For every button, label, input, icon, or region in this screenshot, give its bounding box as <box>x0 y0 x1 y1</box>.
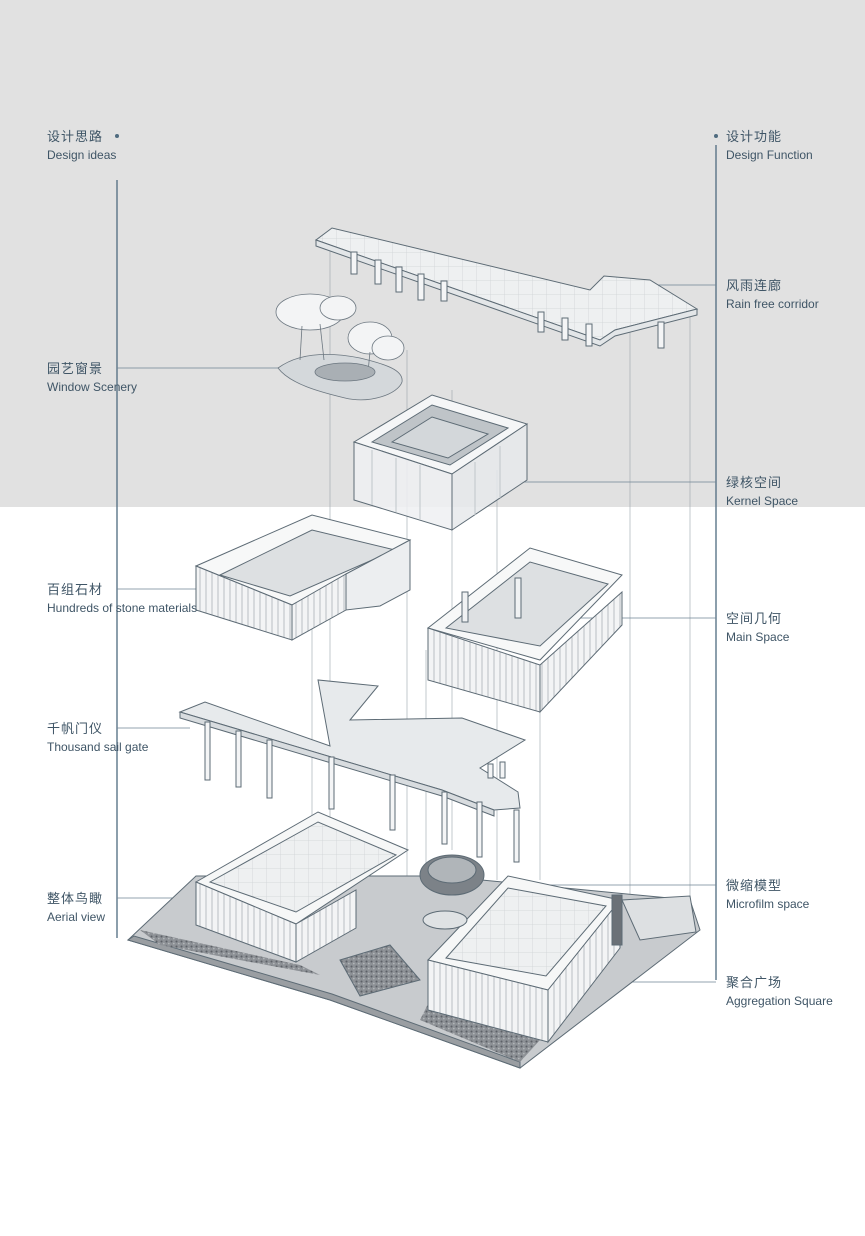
label-rain-corridor-zh: 风雨连廊 <box>726 278 783 293</box>
label-stone-materials-en: Hundreds of stone materials <box>47 601 198 615</box>
label-rain-corridor: 风雨连廊 Rain free corridor <box>726 279 819 310</box>
stone-materials-volume <box>194 514 412 641</box>
label-aerial-view-en: Aerial view <box>47 910 106 924</box>
label-stone-materials-zh: 百组石材 <box>47 582 104 597</box>
left-header-en: Design ideas <box>47 148 117 162</box>
label-aggregation-square-zh: 聚合广场 <box>726 975 783 990</box>
main-space-volume <box>426 547 623 714</box>
label-kernel-space: 绿核空间 Kernel Space <box>726 476 798 507</box>
thousand-sail-gate-canopy <box>178 679 527 863</box>
rain-free-corridor <box>314 227 699 349</box>
label-window-scenery-en: Window Scenery <box>47 380 138 394</box>
right-header-label: 设计功能 Design Function <box>726 130 813 161</box>
label-kernel-space-en: Kernel Space <box>726 494 799 508</box>
label-sail-gate-en: Thousand sail gate <box>47 740 149 754</box>
label-sail-gate-zh: 千帆门仪 <box>47 721 104 736</box>
window-scenery-trees <box>275 293 405 401</box>
label-aggregation-square: 聚合广场 Aggregation Square <box>726 976 833 1007</box>
label-microfilm-space-zh: 微缩模型 <box>726 878 783 893</box>
label-kernel-space-zh: 绿核空间 <box>726 475 783 490</box>
aerial-view-model <box>126 811 701 1069</box>
label-aerial-view-zh: 整体鸟瞰 <box>47 891 104 906</box>
left-header-zh: 设计思路 <box>47 129 104 144</box>
right-header-en: Design Function <box>726 148 813 162</box>
label-rain-corridor-en: Rain free corridor <box>726 297 819 311</box>
kernel-space-box <box>352 394 529 531</box>
label-microfilm-space: 微缩模型 Microfilm space <box>726 879 809 910</box>
label-main-space-zh: 空间几何 <box>726 611 783 626</box>
label-main-space: 空间几何 Main Space <box>726 612 789 643</box>
label-stone-materials: 百组石材 Hundreds of stone materials <box>47 583 197 614</box>
label-main-space-en: Main Space <box>726 630 790 644</box>
label-sail-gate: 千帆门仪 Thousand sail gate <box>47 722 148 753</box>
label-window-scenery-zh: 园艺窗景 <box>47 361 104 376</box>
left-header-label: 设计思路 Design ideas <box>47 130 116 161</box>
right-header-zh: 设计功能 <box>726 129 783 144</box>
label-aggregation-square-en: Aggregation Square <box>726 994 833 1008</box>
label-microfilm-space-en: Microfilm space <box>726 897 810 911</box>
left-header-dot <box>115 134 119 138</box>
label-window-scenery: 园艺窗景 Window Scenery <box>47 362 137 393</box>
right-header-dot <box>714 134 718 138</box>
label-aerial-view: 整体鸟瞰 Aerial view <box>47 892 105 923</box>
